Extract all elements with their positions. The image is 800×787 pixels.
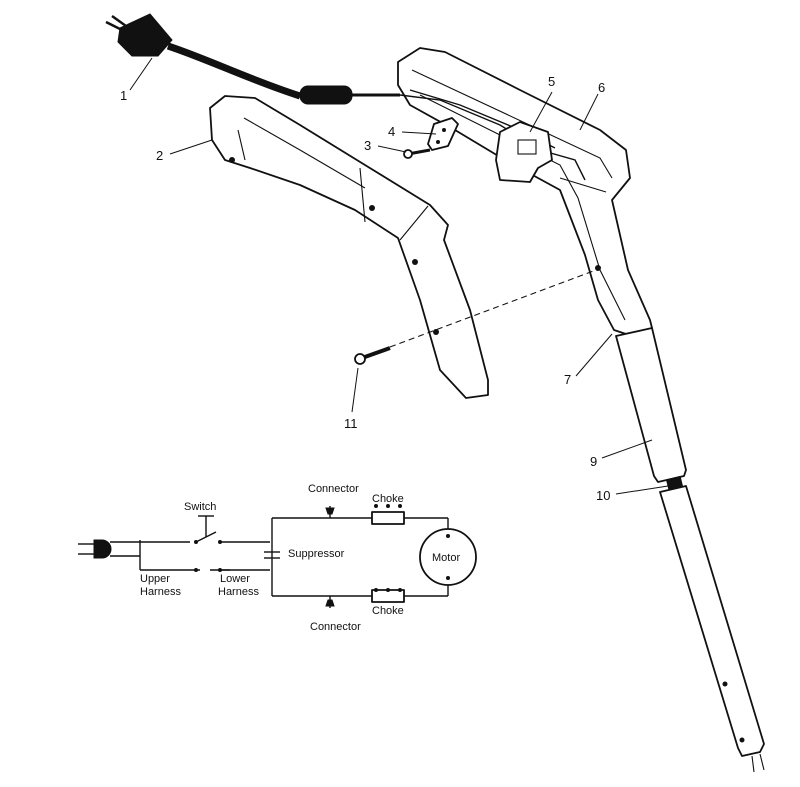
label-upper-harness-2: Harness (140, 586, 181, 598)
label-choke-top: Choke (372, 493, 404, 505)
switch-part (495, 121, 553, 183)
label-upper-harness-1: Upper (140, 573, 170, 585)
upper-tube (615, 327, 687, 483)
suppressor-symbol (264, 518, 280, 596)
callout-7: 7 (564, 372, 571, 387)
callout-9: 9 (590, 454, 597, 469)
label-motor: Motor (432, 552, 460, 564)
callout-5: 5 (548, 74, 555, 89)
label-lower-harness-2: Harness (218, 586, 259, 598)
cord-clamp (427, 117, 459, 151)
alignment-line (389, 269, 597, 348)
callout-11: 11 (344, 416, 358, 431)
screw-small (403, 148, 431, 159)
lower-tube (659, 485, 765, 773)
label-suppressor: Suppressor (288, 548, 345, 560)
plug-symbol (78, 539, 112, 559)
power-cord (105, 13, 400, 105)
exploded-view: 1 2 3 4 5 6 7 9 10 11 (105, 13, 765, 773)
leader-lines (129, 57, 669, 495)
label-lower-harness-1: Lower (220, 573, 250, 585)
callout-4: 4 (388, 124, 395, 139)
switch-symbol (195, 515, 217, 543)
label-connector-top: Connector (308, 483, 359, 495)
screw-long (354, 346, 391, 365)
callout-6: 6 (598, 80, 605, 95)
motor-symbol (419, 528, 477, 586)
callout-10: 10 (596, 488, 610, 503)
handle-half-left (209, 95, 489, 399)
label-connector-bottom: Connector (310, 621, 361, 633)
callout-2: 2 (156, 148, 163, 163)
choke-top-symbol (371, 511, 405, 525)
wiring-schematic: Switch Connector Choke Suppressor Motor … (78, 483, 477, 633)
callout-3: 3 (364, 138, 371, 153)
callout-1: 1 (120, 88, 127, 103)
label-switch: Switch (184, 501, 216, 513)
label-choke-bottom: Choke (372, 605, 404, 617)
